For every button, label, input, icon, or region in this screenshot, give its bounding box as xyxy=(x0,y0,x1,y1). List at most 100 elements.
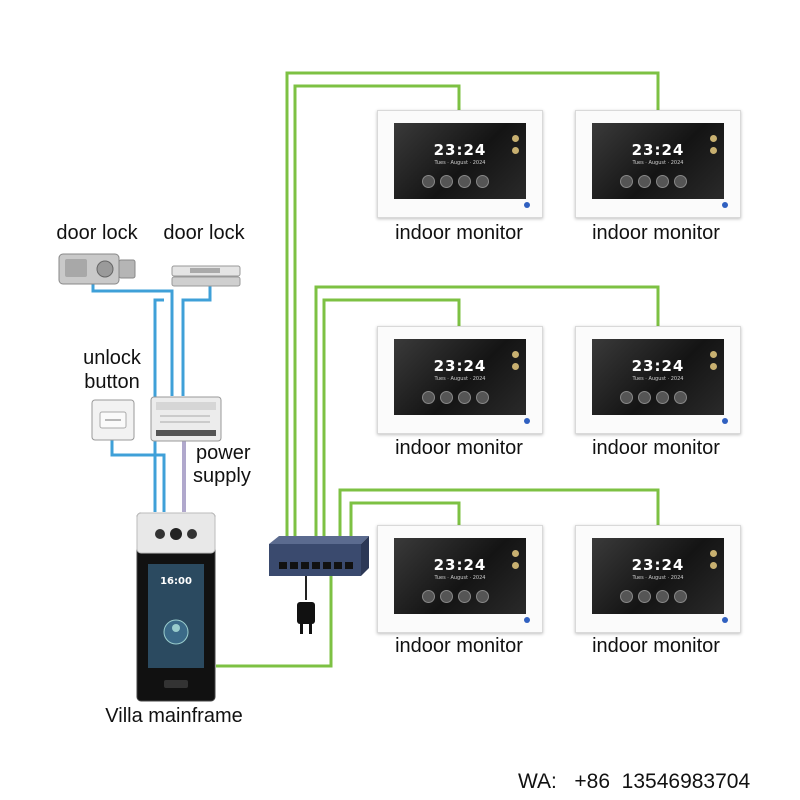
monitor-time: 23:24 xyxy=(631,141,685,159)
monitor-logo-icon xyxy=(722,418,728,424)
monitor-icon xyxy=(638,391,651,404)
monitor-button xyxy=(710,351,717,358)
monitor-button xyxy=(512,147,519,154)
door-lock-1 xyxy=(55,250,137,288)
indoor-monitor-5: 23:24 Tues · August · 2024 xyxy=(377,525,543,633)
cable-monitor-3 xyxy=(322,298,461,545)
settings-icon xyxy=(476,175,489,188)
cable-monitor-4 xyxy=(314,285,660,545)
message-icon xyxy=(458,175,471,188)
message-icon xyxy=(458,590,471,603)
monitor-date: Tues · August · 2024 xyxy=(434,575,486,581)
indoor-monitor-4-label: indoor monitor xyxy=(592,437,720,459)
monitor-icon xyxy=(638,175,651,188)
monitor-time: 23:24 xyxy=(433,141,487,159)
magnetic-lock-icon xyxy=(171,265,241,287)
monitor-logo-icon xyxy=(524,617,530,623)
monitor-app-icons xyxy=(422,590,494,608)
monitor-screen: 23:24 Tues · August · 2024 xyxy=(394,538,526,614)
monitor-screen: 23:24 Tues · August · 2024 xyxy=(394,339,526,415)
monitor-date: Tues · August · 2024 xyxy=(632,376,684,382)
monitor-date: Tues · August · 2024 xyxy=(632,575,684,581)
monitor-icon xyxy=(440,590,453,603)
monitor-time: 23:24 xyxy=(433,556,487,574)
settings-icon xyxy=(476,590,489,603)
cable-monitor-1 xyxy=(293,84,461,545)
call-icon xyxy=(620,175,633,188)
settings-icon xyxy=(674,590,687,603)
monitor-button xyxy=(710,562,717,569)
monitor-button xyxy=(710,135,717,142)
monitor-screen: 23:24 Tues · August · 2024 xyxy=(592,538,724,614)
monitor-button xyxy=(512,351,519,358)
unlock-button xyxy=(91,399,135,441)
monitor-button xyxy=(710,363,717,370)
message-icon xyxy=(656,590,669,603)
cable-unlock-button xyxy=(110,440,166,512)
indoor-monitor-5-label: indoor monitor xyxy=(395,635,523,657)
indoor-monitor-3: 23:24 Tues · August · 2024 xyxy=(377,326,543,434)
monitor-button xyxy=(512,562,519,569)
monitor-date: Tues · August · 2024 xyxy=(434,160,486,166)
cable-mainframe xyxy=(216,570,333,668)
cable-door-lock-2 xyxy=(181,286,212,396)
monitor-screen: 23:24 Tues · August · 2024 xyxy=(592,123,724,199)
indoor-monitor-3-label: indoor monitor xyxy=(395,437,523,459)
unlock-button-icon xyxy=(91,399,135,441)
villa-mainframe-icon xyxy=(136,512,216,702)
call-icon xyxy=(620,590,633,603)
monitor-app-icons xyxy=(620,175,692,193)
door-lock-2 xyxy=(170,262,242,288)
monitor-screen: 23:24 Tues · August · 2024 xyxy=(592,339,724,415)
poe-switch-icon xyxy=(269,536,369,576)
monitor-time: 23:24 xyxy=(433,357,487,375)
power-supply-label-line2: supply xyxy=(193,465,251,487)
monitor-icon xyxy=(440,391,453,404)
monitor-app-icons xyxy=(620,590,692,608)
poe-switch xyxy=(265,534,371,578)
door-lock-1-label: door lock xyxy=(56,222,138,244)
message-icon xyxy=(656,391,669,404)
controller-box xyxy=(150,396,222,442)
monitor-button xyxy=(710,550,717,557)
monitor-time: 23:24 xyxy=(631,357,685,375)
monitor-logo-icon xyxy=(722,617,728,623)
unlock-button-label-line2: button xyxy=(84,371,140,393)
indoor-monitor-2: 23:24 Tues · August · 2024 xyxy=(575,110,741,218)
monitor-logo-icon xyxy=(524,418,530,424)
monitor-logo-icon xyxy=(524,202,530,208)
unlock-button-label-line1: unlock xyxy=(83,347,141,369)
monitor-app-icons xyxy=(620,391,692,409)
indoor-monitor-6: 23:24 Tues · August · 2024 xyxy=(575,525,741,633)
power-supply-label-line1: power xyxy=(196,442,251,464)
message-icon xyxy=(656,175,669,188)
call-icon xyxy=(620,391,633,404)
call-icon xyxy=(422,590,435,603)
door-lock-icon xyxy=(58,253,136,285)
monitor-app-icons xyxy=(422,175,494,193)
monitor-screen: 23:24 Tues · August · 2024 xyxy=(394,123,526,199)
controller-icon xyxy=(150,396,222,442)
message-icon xyxy=(458,391,471,404)
mainframe-screen-time: 16:00 xyxy=(160,576,192,587)
settings-icon xyxy=(476,391,489,404)
monitor-button xyxy=(512,363,519,370)
monitor-button xyxy=(710,147,717,154)
settings-icon xyxy=(674,391,687,404)
cable-door-lock-1 xyxy=(91,280,174,396)
call-icon xyxy=(422,175,435,188)
cable-monitor-5 xyxy=(349,501,461,545)
monitor-button xyxy=(512,135,519,142)
monitor-time: 23:24 xyxy=(631,556,685,574)
power-plug xyxy=(294,598,318,638)
monitor-icon xyxy=(440,175,453,188)
mainframe-label: Villa mainframe xyxy=(105,705,243,727)
villa-mainframe: 16:00 xyxy=(136,512,216,702)
network-cables xyxy=(216,71,660,668)
indoor-monitor-4: 23:24 Tues · August · 2024 xyxy=(575,326,741,434)
indoor-monitor-1: 23:24 Tues · August · 2024 xyxy=(377,110,543,218)
monitor-icon xyxy=(638,590,651,603)
power-plug-icon xyxy=(297,602,315,634)
call-icon xyxy=(422,391,435,404)
monitor-app-icons xyxy=(422,391,494,409)
